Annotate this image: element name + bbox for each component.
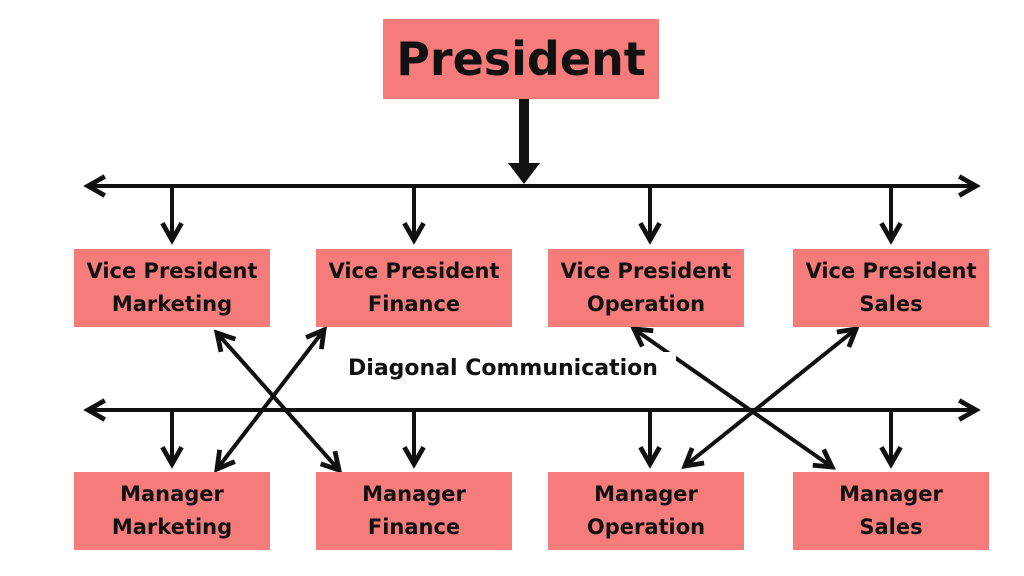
vp-sales-title: Vice President (805, 259, 977, 283)
manager-finance-dept: Finance (367, 515, 461, 539)
vp-sales-box: Vice President Sales (793, 249, 989, 327)
manager-finance-title: Manager (362, 482, 466, 506)
manager-sales-title: Manager (839, 482, 943, 506)
diagonal-communication-label: Diagonal Communication (330, 352, 676, 384)
manager-marketing-title: Manager (120, 482, 224, 506)
diagonal-arrow-vp-sales-to-manager-operation (681, 325, 860, 470)
vp-marketing-title: Vice President (86, 259, 258, 283)
vp-sales-dept: Sales (859, 292, 923, 316)
vp-operation-dept: Operation (586, 292, 706, 316)
vp-operation-box: Vice President Operation (548, 249, 744, 327)
diagonal-arrow-vp-marketing-to-manager-finance (213, 329, 343, 474)
manager-marketing-box: Manager Marketing (74, 472, 270, 550)
diagonal-arrow-vp-finance-to-manager-marketing (214, 326, 327, 473)
vp-marketing-dept: Marketing (111, 292, 233, 316)
manager-marketing-dept: Marketing (111, 515, 233, 539)
vp-finance-title: Vice President (328, 259, 500, 283)
manager-operation-box: Manager Operation (548, 472, 744, 550)
manager-operation-title: Manager (594, 482, 698, 506)
manager-operation-dept: Operation (586, 515, 706, 539)
manager-drop-arrows (160, 412, 903, 469)
vp-finance-dept: Finance (367, 292, 461, 316)
manager-finance-box: Manager Finance (316, 472, 512, 550)
vp-marketing-box: Vice President Marketing (74, 249, 270, 327)
president-box: President (383, 19, 659, 99)
president-down-arrow (508, 99, 540, 184)
manager-sales-box: Manager Sales (793, 472, 989, 550)
diagonal-arrow-vp-operation-to-manager-sales (630, 326, 836, 470)
diagonal-arrows (213, 325, 860, 474)
vp-finance-box: Vice President Finance (316, 249, 512, 327)
vp-drop-arrows (160, 188, 903, 245)
vp-operation-title: Vice President (560, 259, 732, 283)
president-label: President (396, 32, 646, 86)
manager-sales-dept: Sales (859, 515, 923, 539)
